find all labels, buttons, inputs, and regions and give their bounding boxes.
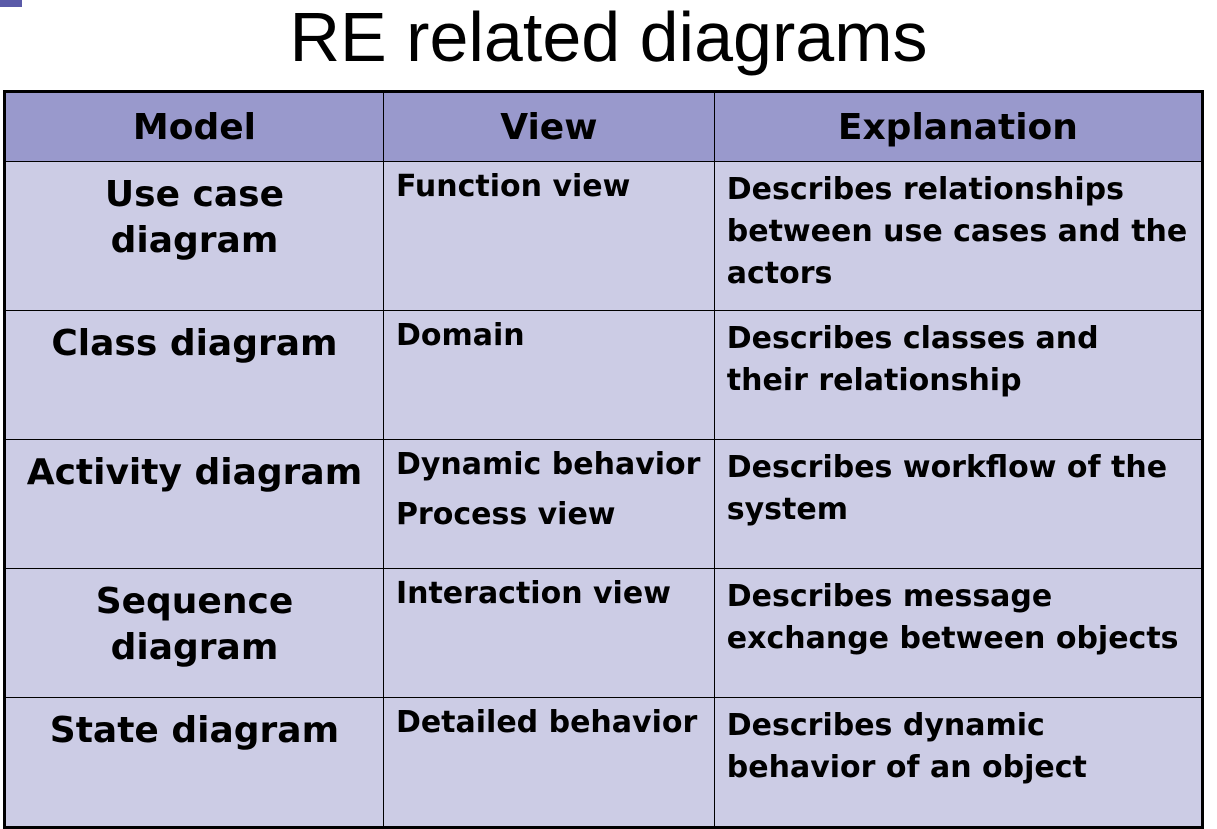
explanation-text-line: between use cases and the <box>726 214 1188 249</box>
model-cell: Class diagram <box>4 310 384 440</box>
view-text-line: Domain <box>395 318 525 353</box>
explanation-text-line: Describes dynamic <box>726 708 1045 743</box>
diagrams-table: Model View Explanation Use case diagram … <box>3 90 1204 829</box>
view-text-line: Detailed behavior <box>395 705 698 740</box>
explanation-text-line: Describes workflow of the <box>726 450 1168 485</box>
view-text-line: Function view <box>395 169 631 204</box>
table-row: Sequence diagram Interaction view Descri… <box>4 568 1204 698</box>
table-header-row: Model View Explanation <box>4 91 1204 162</box>
table-row: Activity diagram Dynamic behavior Proces… <box>4 439 1204 569</box>
view-cell: Function view <box>382 161 715 311</box>
explanation-cell: Describes relationships between use case… <box>713 161 1204 311</box>
model-cell: Activity diagram <box>4 439 384 569</box>
slide-corner-mark <box>0 0 22 7</box>
view-cell: Interaction view <box>382 568 715 698</box>
model-text-line: diagram <box>110 627 279 668</box>
view-text-line: Dynamic behavior <box>395 447 701 482</box>
explanation-text-line: system <box>726 492 848 527</box>
slide-title: RE related diagrams <box>289 0 928 76</box>
model-cell: State diagram <box>4 697 384 828</box>
explanation-text-line: their relationship <box>726 363 1022 398</box>
explanation-text-line: behavior of an object <box>726 750 1087 785</box>
explanation-text-line: Describes classes and <box>726 321 1099 356</box>
model-cell: Use case diagram <box>4 161 384 311</box>
model-text-line: Class diagram <box>51 323 338 364</box>
explanation-text-line: Describes relationships <box>726 172 1124 207</box>
table-row: Class diagram Domain Describes classes a… <box>4 310 1204 440</box>
table-row: State diagram Detailed behavior Describe… <box>4 697 1204 828</box>
model-text-line: State diagram <box>49 710 340 751</box>
header-explanation: Explanation <box>713 91 1204 162</box>
table-row: Use case diagram Function view Describes… <box>4 161 1204 311</box>
model-text-line: Activity diagram <box>26 452 363 493</box>
view-cell: Dynamic behavior Process view <box>382 439 715 569</box>
view-text-line: Interaction view <box>395 576 671 611</box>
model-cell: Sequence diagram <box>4 568 384 698</box>
model-text-line: diagram <box>110 220 279 261</box>
explanation-text-line: exchange between objects <box>726 621 1179 656</box>
header-view: View <box>382 91 715 162</box>
explanation-cell: Describes message exchange between objec… <box>713 568 1204 698</box>
view-text-line: Process view <box>395 497 616 532</box>
explanation-cell: Describes dynamic behavior of an object <box>713 697 1204 828</box>
view-cell: Detailed behavior <box>382 697 715 828</box>
model-text-line: Sequence <box>95 581 294 622</box>
model-text-line: Use case <box>104 174 285 215</box>
explanation-cell: Describes classes and their relationship <box>713 310 1204 440</box>
explanation-text-line: actors <box>726 256 833 291</box>
explanation-cell: Describes workflow of the system <box>713 439 1204 569</box>
explanation-text-line: Describes message <box>726 579 1053 614</box>
view-cell: Domain <box>382 310 715 440</box>
header-model: Model <box>4 91 384 162</box>
